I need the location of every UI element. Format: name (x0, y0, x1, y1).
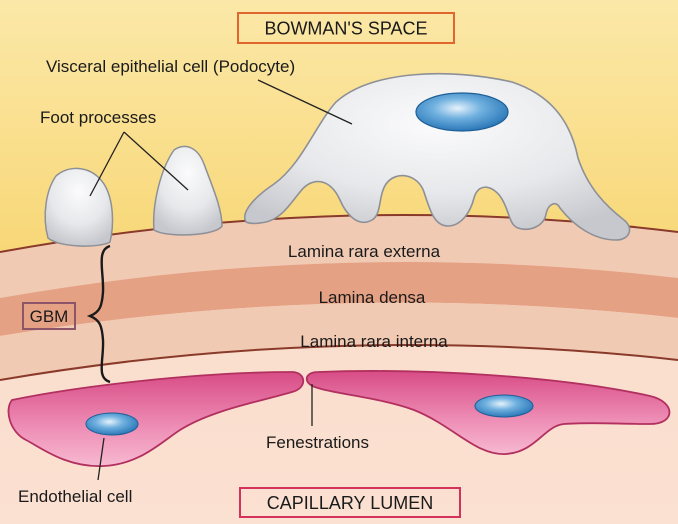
bowmans-space-label: BOWMAN'S SPACE (264, 19, 427, 39)
foot-processes-label: Foot processes (40, 108, 156, 127)
endothelial-nucleus-right (475, 395, 533, 417)
capillary-lumen-label: CAPILLARY LUMEN (267, 493, 433, 513)
endothelial-cell-label: Endothelial cell (18, 487, 132, 506)
lamina-rara-externa-label: Lamina rara externa (288, 242, 441, 261)
podocyte-nucleus (416, 93, 508, 131)
gbm-label: GBM (30, 307, 69, 326)
fenestrations-label: Fenestrations (266, 433, 369, 452)
lamina-rara-interna-label: Lamina rara interna (300, 332, 448, 351)
lamina-densa-label: Lamina densa (319, 288, 426, 307)
endothelial-nucleus-left (86, 413, 138, 435)
podocyte-label: Visceral epithelial cell (Podocyte) (46, 57, 295, 76)
